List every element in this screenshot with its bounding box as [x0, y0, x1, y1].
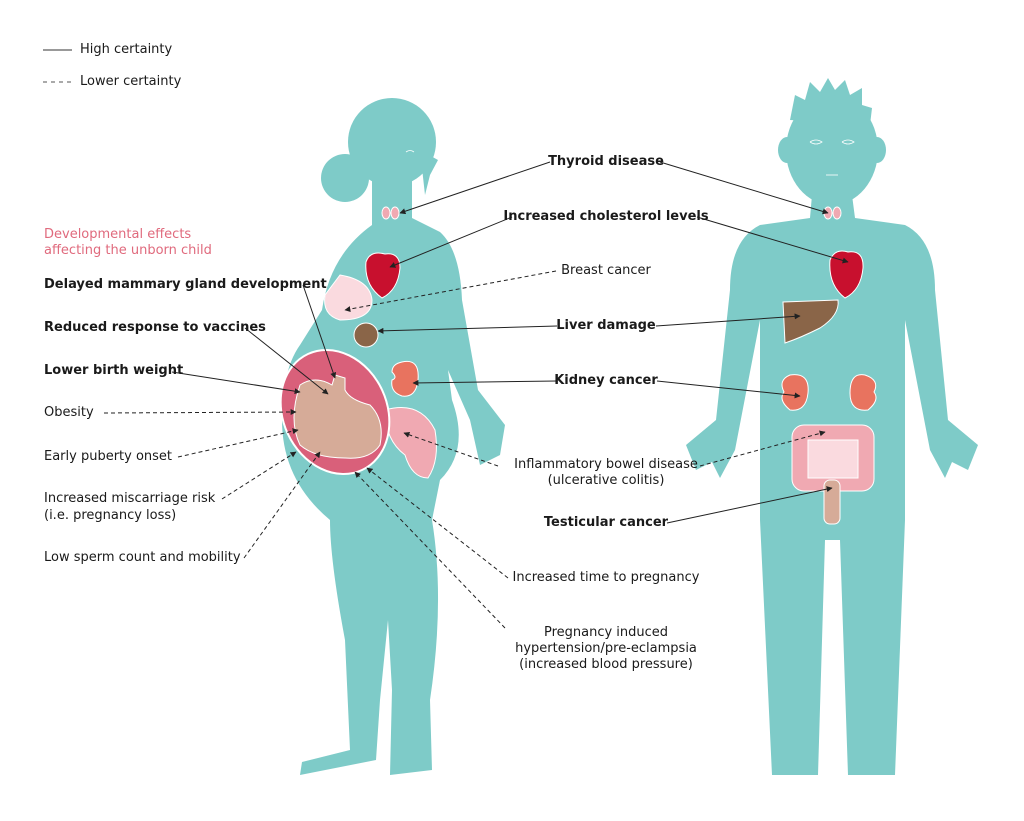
- man-kidney-left-icon: [781, 374, 809, 411]
- label-obesity: Obesity: [44, 405, 94, 420]
- woman-thyroid-icon: [381, 206, 400, 220]
- section-title-line1: Developmental effects: [44, 227, 192, 242]
- breast: [324, 274, 373, 321]
- label-ibd-line1: Inflammatory bowel disease: [514, 457, 698, 472]
- label-liver-damage: Liver damage: [556, 318, 656, 333]
- woman-kidney-icon: [391, 360, 419, 397]
- label-miscarriage-line2: (i.e. pregnancy loss): [44, 508, 177, 523]
- section-title-line2: affecting the unborn child: [44, 243, 212, 258]
- label-breast-cancer: Breast cancer: [561, 263, 651, 278]
- label-cholesterol: Increased cholesterol levels: [503, 209, 709, 224]
- man-liver-icon: [782, 299, 839, 344]
- fetus: [293, 374, 382, 459]
- woman-liver-icon: [353, 322, 379, 348]
- pregnant-woman-silhouette: [282, 98, 505, 775]
- label-hypertension-line3: (increased blood pressure): [519, 657, 693, 672]
- label-hypertension-line1: Pregnancy induced: [543, 625, 669, 640]
- high-certainty-connectors: [171, 161, 849, 524]
- face-details: [405, 139, 855, 176]
- label-miscarriage-line1: Increased miscarriage risk: [44, 491, 216, 506]
- small-intestine: [807, 439, 859, 479]
- man-kidney-right-icon: [849, 374, 877, 411]
- label-ibd-line2: (ulcerative colitis): [547, 473, 665, 488]
- lower-certainty-connectors: [103, 270, 826, 629]
- label-early-puberty: Early puberty onset: [44, 449, 173, 464]
- label-delayed-mammary: Delayed mammary gland development: [44, 277, 327, 292]
- label-hypertension-line2: hypertension/pre-eclampsia: [515, 641, 697, 656]
- label-thyroid: Thyroid disease: [548, 154, 664, 169]
- label-lower-birth-weight: Lower birth weight: [44, 363, 184, 378]
- legend-lower-certainty: Lower certainty: [80, 74, 182, 89]
- label-testicular-cancer: Testicular cancer: [543, 515, 669, 530]
- woman-bowel: [384, 407, 437, 479]
- label-low-sperm: Low sperm count and mobility: [44, 550, 241, 565]
- label-time-to-pregnancy: Increased time to pregnancy: [512, 570, 700, 585]
- label-reduced-vaccine-response: Reduced response to vaccines: [44, 320, 266, 335]
- label-kidney-cancer: Kidney cancer: [554, 373, 658, 388]
- man-heart-icon: [829, 250, 864, 299]
- rectum: [823, 479, 841, 525]
- legend-high-certainty: High certainty: [80, 42, 173, 57]
